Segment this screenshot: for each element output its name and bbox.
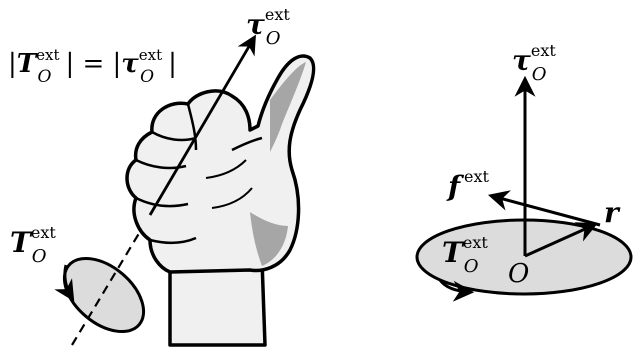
position-vector-arrow — [524, 222, 598, 258]
force-vector-arrow — [487, 190, 601, 227]
hand-rotation-ellipse — [62, 256, 146, 334]
thumbs-up-hand-icon — [125, 54, 316, 347]
origin-label: O — [508, 259, 529, 289]
hand-axis-arrow — [148, 34, 256, 216]
position-vector-label: r — [604, 196, 621, 229]
hand-rotation-arrow — [54, 264, 75, 302]
right-rotation-arrow — [438, 279, 475, 302]
hand-axis-dashed — [71, 214, 151, 346]
